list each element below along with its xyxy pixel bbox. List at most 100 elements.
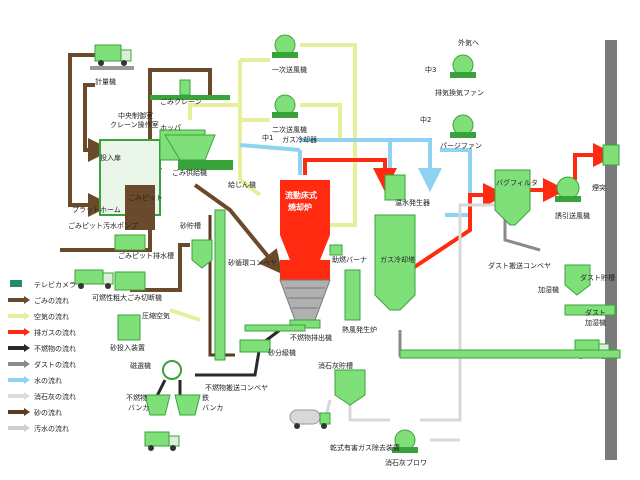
label-sand-equip: 砂投入装置 (110, 343, 145, 352)
hot-air-generator (344, 269, 361, 321)
truck-icon (144, 431, 180, 451)
label-cutter: 可燃性粗大ごみ切断機 (92, 293, 162, 302)
arrow-icon (24, 344, 30, 352)
water-heater (384, 174, 406, 201)
dust-humidifier (564, 304, 616, 316)
label-sand-conv: 給じん機 (228, 180, 256, 189)
legend-label: テレビカメラ (34, 280, 76, 289)
label-hopper: ホッパ (160, 124, 181, 132)
legend-item: ダストの流れ (8, 360, 76, 369)
labels: 計量機 ごみクレーン 中央制御室 クレーン操作室 ホッパ 投入扉 プラットホーム… (68, 38, 615, 467)
camera-icon (10, 280, 22, 287)
label-dust-tank: ダスト貯槽 (580, 273, 615, 282)
legend-item: 水の流れ (8, 376, 62, 385)
label-induced-fan: 誘引送風機 (555, 211, 590, 220)
label-hot-air: 熱風発生炉 (342, 325, 377, 334)
label-noncomb-bunker-1: 不燃物 (126, 393, 147, 402)
sand-separator (239, 339, 271, 353)
dust-conveyor (399, 349, 621, 359)
legend-label: 水の流れ (34, 376, 62, 385)
legend-label: ダストの流れ (34, 360, 76, 369)
burner (329, 244, 343, 256)
label-chimney: 煙突 (592, 183, 606, 192)
primary-fan (272, 34, 298, 58)
label-fan2: 二次送風機 (272, 125, 307, 134)
label-noncomb-out: 不燃物排出機 (290, 333, 332, 342)
chimney (605, 40, 617, 460)
label-gas-cooler: ガス冷却塔 (380, 255, 415, 264)
label-iron-bunker-2: バンカ (202, 404, 223, 412)
label-circ-conv: 砂循環コンベヤ (228, 258, 277, 267)
legend-item: 排ガスの流れ (8, 328, 76, 337)
label-iron-bunker-1: 鉄 (202, 393, 209, 402)
air-flow-lines (169, 43, 357, 322)
label-pit-pump: ごみピット汚水ポンプ (68, 221, 138, 230)
label-mark-3: 中3 (425, 65, 436, 74)
gas-cooling-tower (374, 214, 416, 311)
truck-icon (74, 269, 114, 289)
legend-item: 不燃物の流れ (8, 344, 76, 353)
label-gas-cooler-top: ガス冷却器 (282, 135, 317, 144)
equipment (74, 34, 621, 460)
water-flow-lines (239, 138, 472, 217)
arrow-icon (24, 408, 30, 416)
garbage-flow-lines (60, 53, 283, 292)
label-burner: 助燃バーナ (332, 255, 367, 264)
label-noncomb-bunker-2: バンカ (128, 404, 149, 412)
label-humid: 加湿機 (538, 285, 559, 294)
scale-platform (90, 66, 134, 70)
label-water-gen: 温水発生器 (395, 198, 430, 207)
label-entry: 投入扉 (100, 153, 121, 162)
crane-icon (150, 79, 230, 100)
lime-tank (334, 369, 366, 406)
legend-item: テレビカメラ (10, 280, 76, 289)
label-magnet: 磁選機 (130, 361, 151, 370)
legend-item: 消石灰の流れ (8, 392, 76, 401)
lime-blower (392, 429, 418, 453)
label-reactor-2: 焼却炉 (288, 202, 312, 212)
legend-label: ごみの流れ (34, 296, 69, 305)
legend-label: 空気の流れ (34, 312, 69, 321)
label-platform: プラットホーム (72, 206, 121, 214)
label-dust-humid-2: 加湿機 (585, 318, 606, 327)
label-crane: ごみクレーン (160, 97, 202, 106)
arrow-icon (24, 360, 30, 368)
arrow-icon (24, 376, 30, 384)
circulation-conveyor (214, 209, 226, 361)
label-dust-conv: ダスト搬送コンベヤ (488, 261, 551, 270)
arrow-icon (24, 328, 30, 336)
label-fan1: 一次送風機 (272, 65, 307, 74)
label-sand-tank: 砂貯槽 (180, 221, 201, 230)
noncomb-conveyor (244, 324, 306, 332)
label-mark-1: 中1 (262, 133, 273, 142)
label-exhaust-fan: 排気換気ファン (435, 88, 484, 97)
noncomb-bunker (144, 394, 171, 416)
induced-draft-fan (555, 176, 581, 202)
bulky-cutter (114, 271, 146, 291)
arrow-icon (24, 424, 30, 432)
purge-fan (450, 114, 476, 138)
arrow-icon (24, 312, 30, 320)
label-lime-tank: 消石灰貯槽 (318, 361, 353, 370)
dust-tank (564, 264, 591, 296)
label-sand-sep: 砂分級機 (268, 348, 296, 357)
label-feeder: ごみ供給機 (172, 168, 207, 177)
garbage-pit (125, 185, 155, 230)
arrow-icon (24, 296, 30, 304)
legend-item: 砂の流れ (8, 408, 62, 417)
garbage-feeder (178, 160, 233, 170)
label-pit-tank: ごみピット排水槽 (118, 251, 174, 260)
label-scale: 計量機 (95, 77, 116, 86)
label-dust-humid-1: ダスト (585, 308, 606, 317)
label-mark-2: 中2 (420, 115, 431, 124)
tanker-truck-icon (289, 409, 331, 429)
legend-label: 排ガスの流れ (34, 328, 76, 337)
exhaust-vent-fan (450, 54, 476, 78)
furnace (279, 180, 331, 321)
legend-item: 空気の流れ (8, 312, 69, 321)
label-dry-gas: 乾式有害ガス除去装置 (330, 443, 400, 452)
pit-drain-tank (114, 234, 146, 251)
iron-bunker (174, 394, 201, 416)
label-exhaust-out: 外気へ (458, 38, 479, 47)
